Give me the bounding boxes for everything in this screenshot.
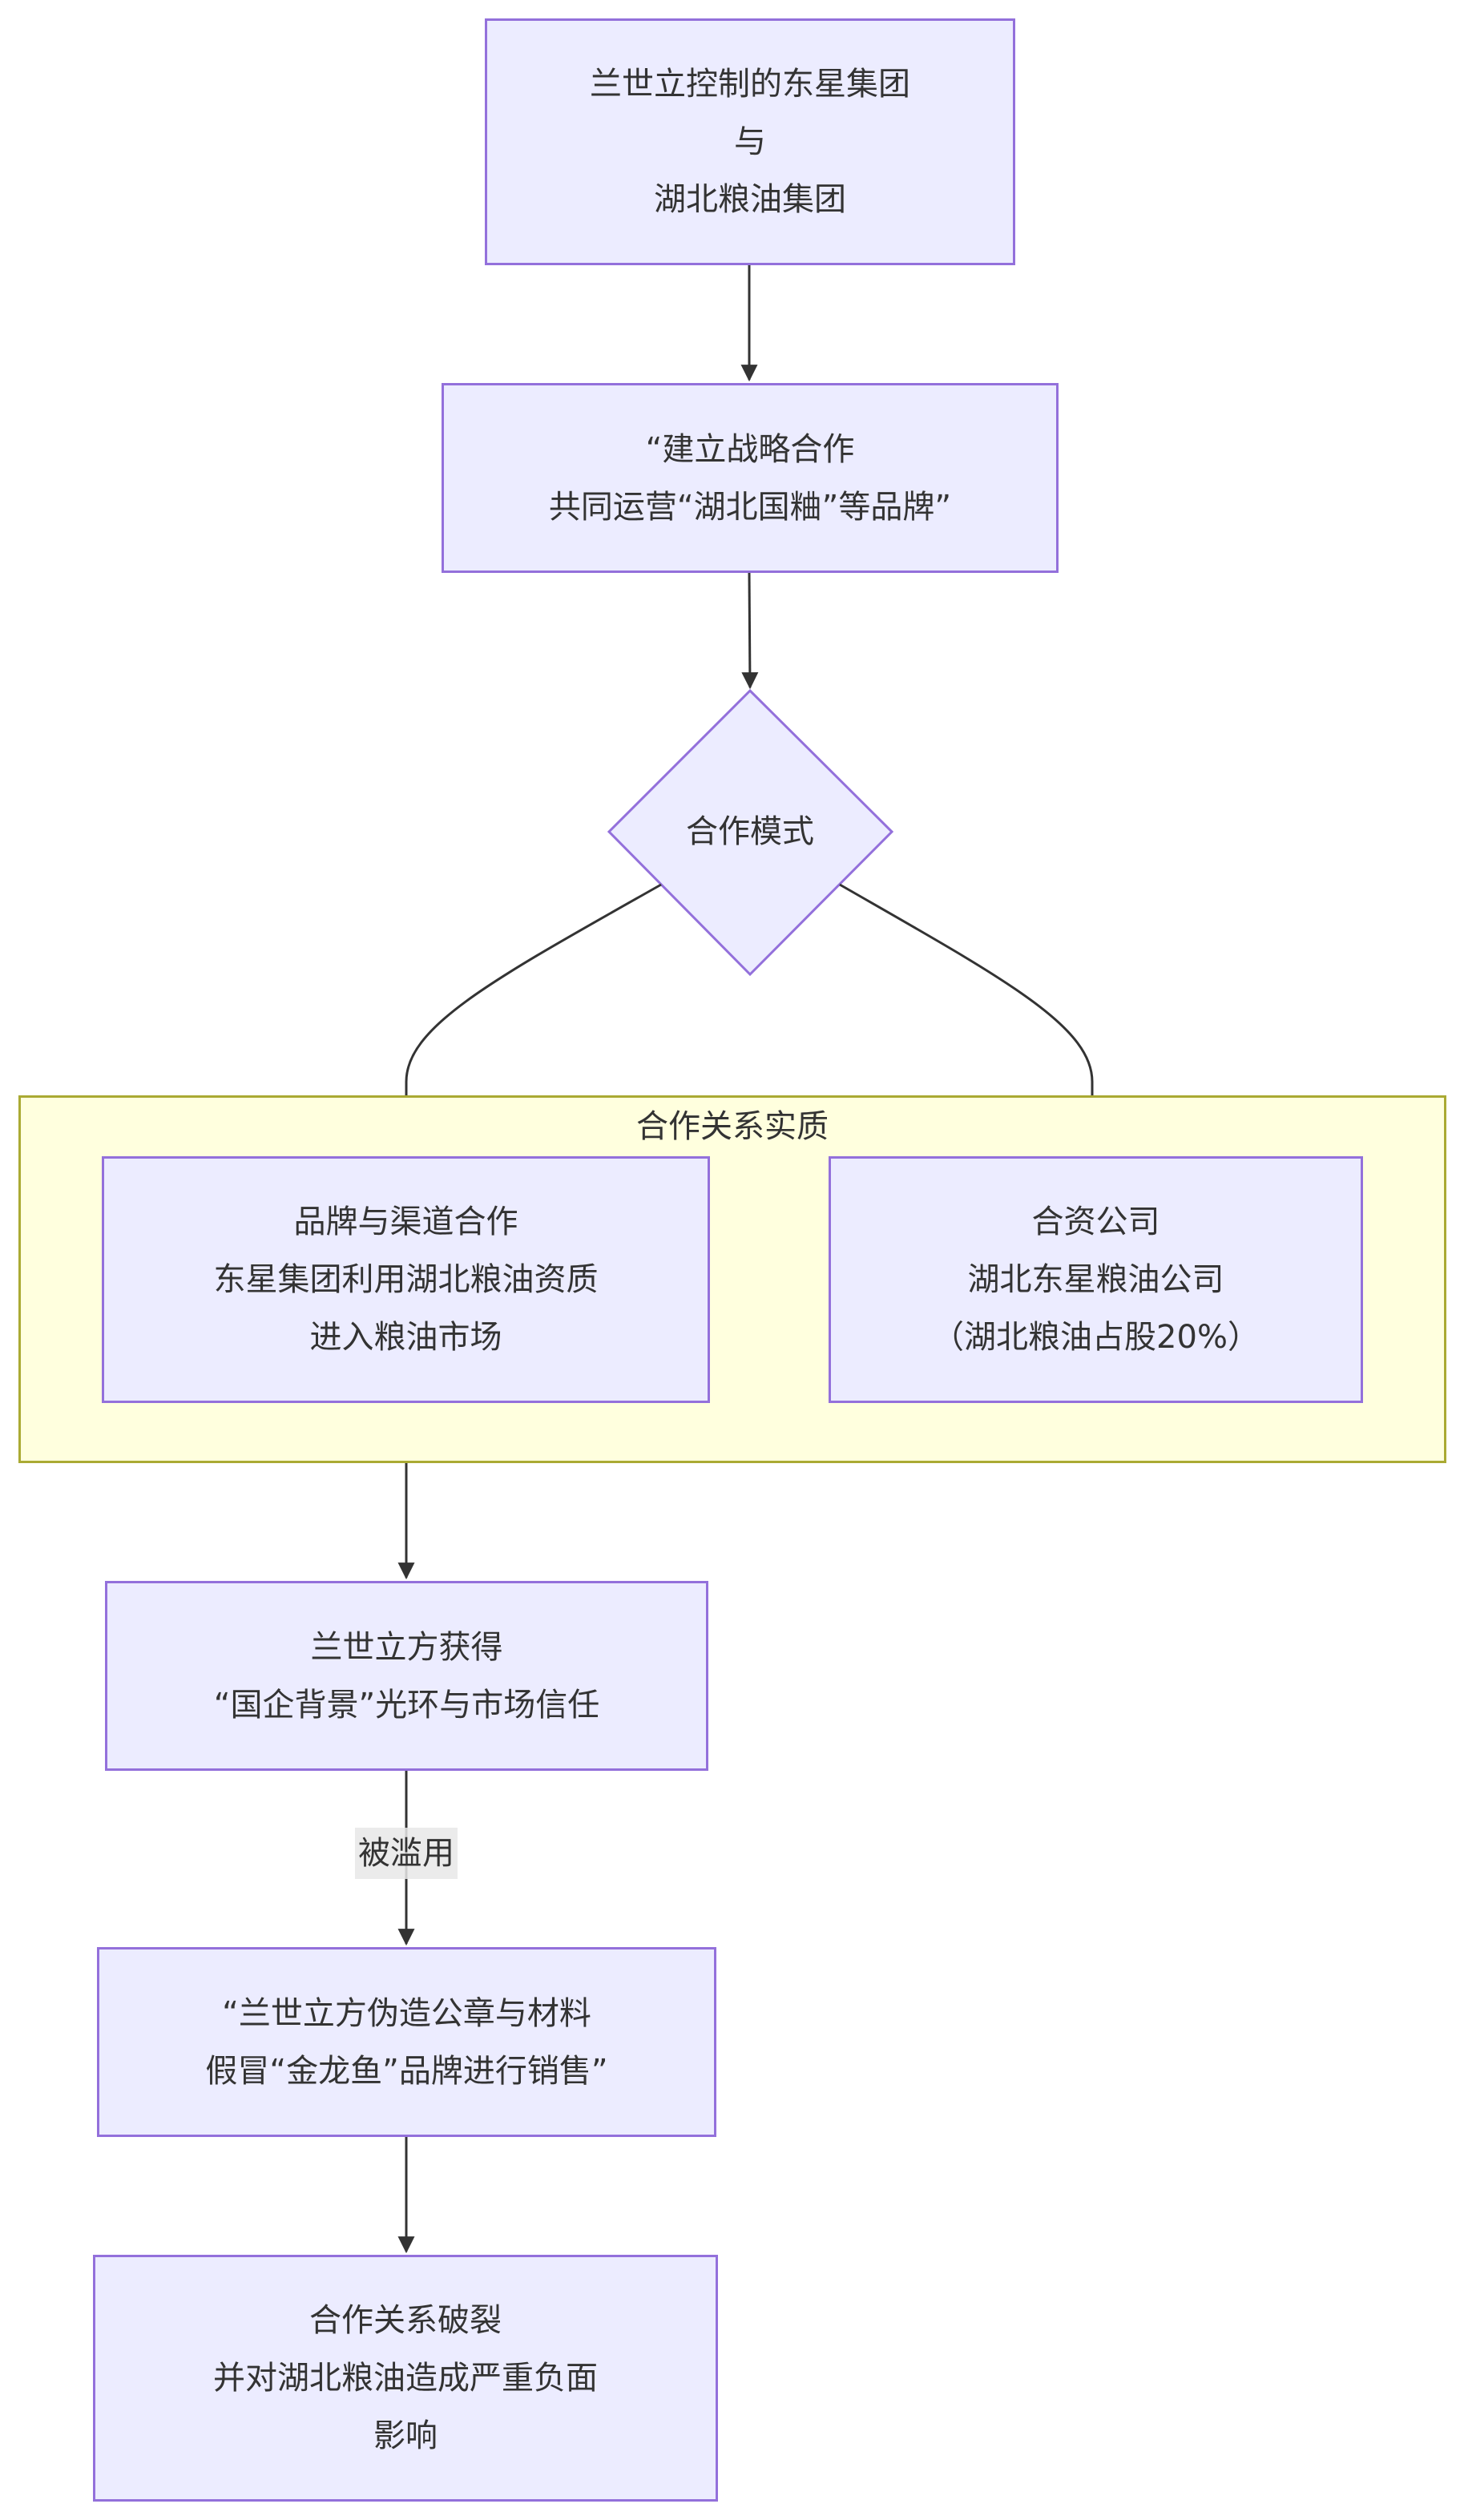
- node-start[interactable]: 兰世立控制的东星集团 与 湖北粮油集团: [485, 18, 1015, 265]
- node-mode-diamond: [607, 688, 894, 977]
- node-brand[interactable]: 品牌与渠道合作 东星集团利用湖北粮油资质 进入粮油市场: [102, 1156, 710, 1403]
- edge-label-abused: 被滥用: [355, 1828, 458, 1879]
- node-text: 兰世立控制的东星集团: [590, 66, 910, 103]
- node-halo[interactable]: 兰世立方获得 “国企背景”光环与市场信任: [105, 1581, 708, 1771]
- node-text: 合资公司: [1031, 1204, 1160, 1240]
- node-text: 共同运营“湖北国粬”等品牌”: [548, 488, 952, 526]
- node-text: 影响: [373, 2417, 438, 2454]
- node-text: 品牌与渠道合作: [293, 1204, 518, 1240]
- cluster-title: 合作关系实质: [636, 1108, 829, 1145]
- edge-mode-to-brand: [397, 883, 662, 1155]
- node-text: 湖北粮油集团: [654, 181, 846, 218]
- node-text: 与: [734, 123, 766, 160]
- node-jv[interactable]: 合资公司 湖北东星粮油公司 （湖北粮油占股20%）: [829, 1156, 1363, 1403]
- node-text: 湖北东星粮油公司: [967, 1261, 1224, 1298]
- node-text: “国企背景”光环与市场信任: [213, 1686, 600, 1724]
- node-mode-label: 合作模式: [686, 813, 814, 850]
- node-text: 兰世立方获得: [310, 1628, 503, 1666]
- node-result[interactable]: 合作关系破裂 并对湖北粮油造成严重负面 影响: [93, 2255, 718, 2502]
- edge-claim-to-mode: [741, 572, 759, 690]
- edge-mode-to-jv: [839, 883, 1101, 1155]
- node-text: 假冒“金龙鱼”品牌进行销售”: [205, 2052, 608, 2090]
- node-text: 进入粮油市场: [309, 1319, 502, 1356]
- node-text: “兰世立方伪造公章与材料: [222, 1994, 591, 2032]
- node-fraud[interactable]: “兰世立方伪造公章与材料 假冒“金龙鱼”品牌进行销售”: [97, 1947, 716, 2137]
- node-text: 并对湖北粮油造成严重负面: [213, 2360, 598, 2397]
- node-text: “建立战略合作: [645, 430, 855, 468]
- node-text: 合作关系破裂: [309, 2302, 502, 2339]
- node-claim[interactable]: “建立战略合作 共同运营“湖北国粬”等品牌”: [442, 383, 1059, 573]
- node-text: （湖北粮油占股20%）: [932, 1319, 1260, 1356]
- node-text: 东星集团利用湖北粮油资质: [213, 1261, 599, 1298]
